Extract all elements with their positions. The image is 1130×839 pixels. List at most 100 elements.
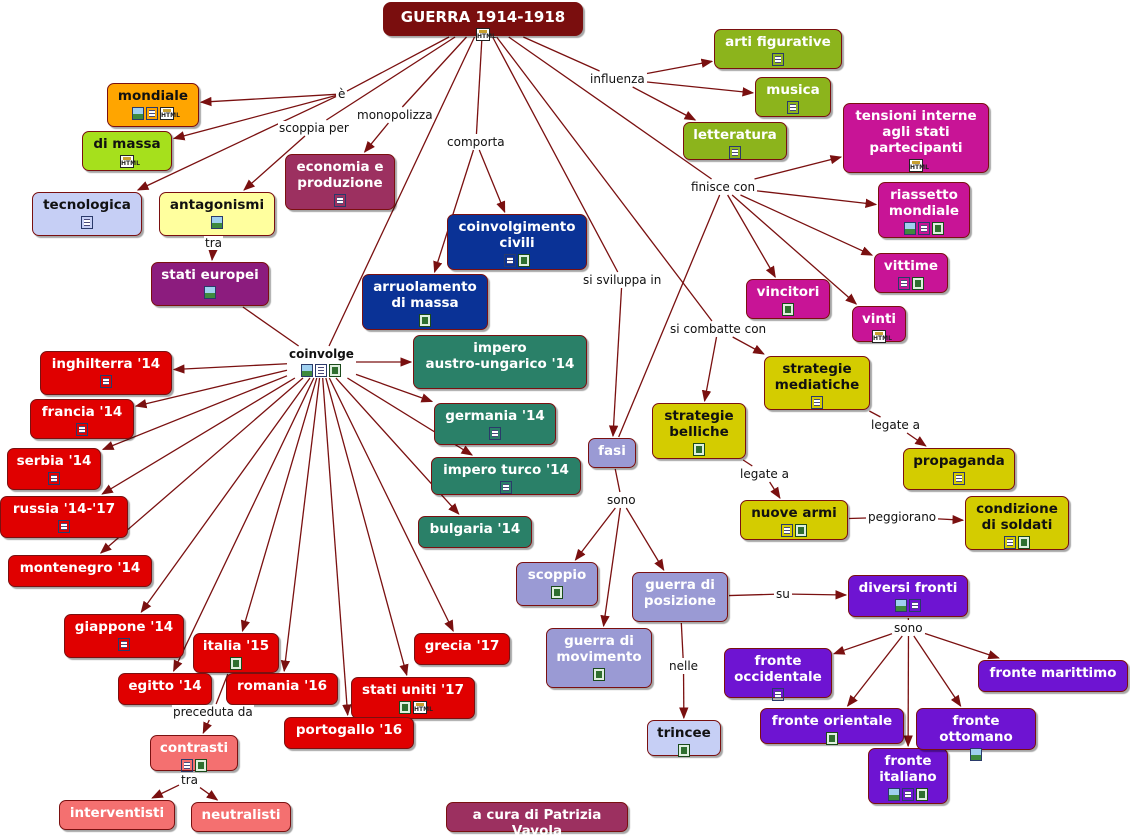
video-icon[interactable] [826,732,838,745]
image-icon[interactable] [895,599,907,612]
video-icon[interactable] [329,364,341,377]
node-riassetto[interactable]: riassetto mondiale [878,182,970,238]
node-russia[interactable]: russia '14-'17 [0,496,128,538]
document-icon[interactable] [772,688,784,701]
node-neutralisti[interactable]: neutralisti [191,802,291,832]
html-icon[interactable]: HTML [413,701,427,714]
document-icon[interactable] [81,216,93,229]
document-icon[interactable] [504,254,516,267]
document-icon[interactable] [811,396,823,409]
node-romania[interactable]: romania '16 [226,673,338,705]
node-movimento[interactable]: guerra di movimento [546,628,652,688]
video-icon[interactable] [195,759,207,772]
document-icon[interactable] [334,194,346,207]
html-icon[interactable]: HTML [160,107,174,120]
video-icon[interactable] [693,443,705,456]
node-propaganda[interactable]: propaganda [903,448,1015,490]
document-icon[interactable] [58,520,70,533]
document-icon[interactable] [729,146,741,159]
document-icon[interactable] [181,759,193,772]
html-icon[interactable]: HTML [909,159,923,172]
node-fasi[interactable]: fasi [588,438,636,468]
document-icon[interactable] [76,423,88,436]
node-letteratura[interactable]: letteratura [683,122,787,160]
node-strmediatiche[interactable]: strategie mediatiche [764,356,870,410]
node-tensioni[interactable]: tensioni interne agli stati partecipanti… [843,103,989,173]
node-grecia[interactable]: grecia '17 [414,633,510,665]
node-posizione[interactable]: guerra di posizione [632,572,728,622]
document-icon[interactable] [1004,536,1016,549]
document-icon[interactable] [146,107,158,120]
node-antagonismi[interactable]: antagonismi [159,192,275,236]
node-arti[interactable]: arti figurative [714,29,842,69]
node-arruolamento[interactable]: arruolamento di massa [362,274,488,330]
document-icon[interactable] [898,277,910,290]
node-italiano[interactable]: fronte italiano [868,748,948,804]
node-marittimo[interactable]: fronte marittimo [978,660,1128,692]
node-portogallo[interactable]: portogallo '16 [284,717,414,749]
node-strbelliche[interactable]: strategie belliche [652,403,746,459]
node-italia[interactable]: italia '15 [193,633,279,673]
document-icon[interactable] [315,364,327,377]
video-icon[interactable] [912,277,924,290]
video-icon[interactable] [551,586,563,599]
node-egitto[interactable]: egitto '14 [118,673,212,705]
video-icon[interactable] [795,524,807,537]
image-icon[interactable] [904,222,916,235]
document-icon[interactable] [48,472,60,485]
node-ottomano[interactable]: fronte ottomano [916,708,1036,750]
node-turco[interactable]: impero turco '14 [431,457,581,495]
node-austro[interactable]: impero austro-ungarico '14 [413,335,587,389]
node-orientale[interactable]: fronte orientale [760,708,904,744]
node-germania[interactable]: germania '14 [434,403,556,445]
html-icon[interactable]: HTML [872,330,886,343]
document-icon[interactable] [918,222,930,235]
document-icon[interactable] [902,788,914,801]
node-bulgaria[interactable]: bulgaria '14 [418,516,532,548]
document-icon[interactable] [489,427,501,440]
node-vittime[interactable]: vittime [874,253,948,293]
document-icon[interactable] [781,524,793,537]
node-economia[interactable]: economia e produzione [285,154,395,210]
image-icon[interactable] [211,216,223,229]
node-credits[interactable]: a cura di Patrizia Vayola [446,802,628,832]
node-tecnologica[interactable]: tecnologica [32,192,142,236]
node-francia[interactable]: francia '14 [30,399,134,439]
video-icon[interactable] [419,314,431,327]
node-occidentale[interactable]: fronte occidentale [724,648,832,698]
node-condizione[interactable]: condizione di soldati [965,496,1069,550]
node-trincee[interactable]: trincee [647,720,721,756]
node-inghilterra[interactable]: inghilterra '14 [40,351,172,395]
video-icon[interactable] [916,788,928,801]
image-icon[interactable] [204,286,216,299]
video-icon[interactable] [1018,536,1030,549]
image-icon[interactable] [970,748,982,761]
node-giappone[interactable]: giappone '14 [64,614,184,658]
document-icon[interactable] [772,53,784,66]
image-icon[interactable] [132,107,144,120]
video-icon[interactable] [518,254,530,267]
video-icon[interactable] [932,222,944,235]
document-icon[interactable] [909,599,921,612]
node-coinvciv[interactable]: coinvolgimento civili [447,214,587,270]
node-diversifronti[interactable]: diversi fronti [848,575,968,617]
image-icon[interactable] [301,364,313,377]
document-icon[interactable] [953,472,965,485]
document-icon[interactable] [787,101,799,114]
html-icon[interactable]: HTML [120,155,134,168]
node-contrasti[interactable]: contrasti [150,735,238,771]
video-icon[interactable] [399,701,411,714]
video-icon[interactable] [593,668,605,681]
video-icon[interactable] [230,657,242,670]
node-serbia[interactable]: serbia '14 [7,448,101,490]
image-icon[interactable] [888,788,900,801]
node-musica[interactable]: musica [755,77,831,117]
node-statieuropei[interactable]: stati europei [151,262,269,306]
node-montenegro[interactable]: montenegro '14 [8,555,152,587]
video-icon[interactable] [678,744,690,757]
document-icon[interactable] [118,638,130,651]
